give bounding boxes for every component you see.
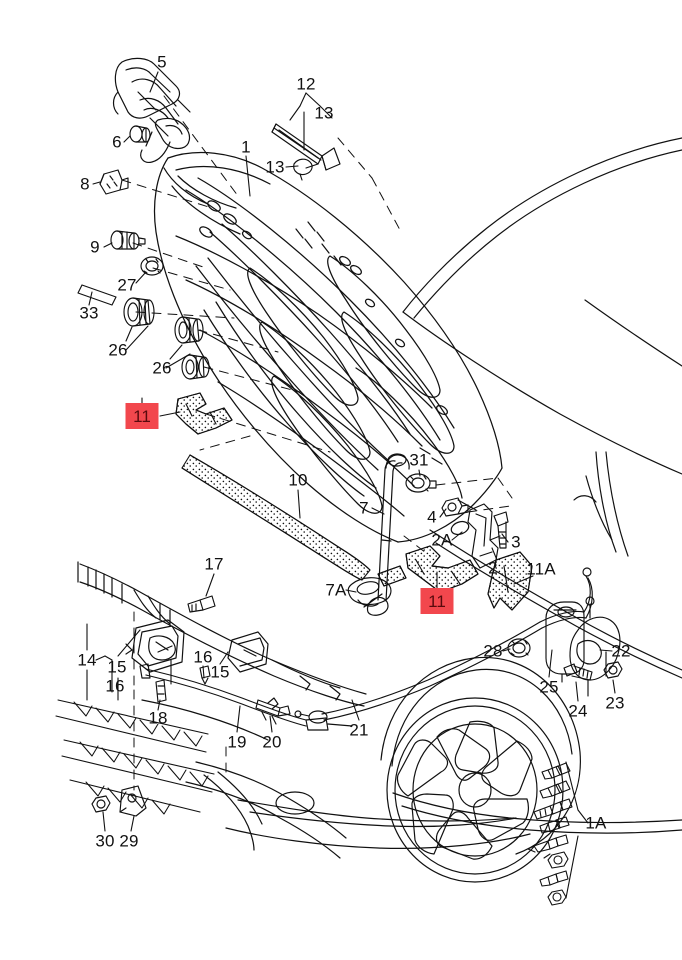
front-wheel — [386, 697, 564, 883]
part2A-marker — [450, 520, 470, 536]
callout-16: 16 — [193, 647, 213, 667]
clip-part16-a — [199, 665, 211, 685]
buffer-part31 — [405, 473, 437, 493]
callout-6: 6 — [112, 132, 122, 152]
callout-3: 3 — [511, 532, 521, 552]
callout-11A: 11A — [526, 559, 556, 579]
bracket-part29 — [119, 785, 147, 817]
callout-7: 7 — [359, 498, 369, 518]
callout-12: 12 — [296, 74, 316, 94]
callout-13: 13 — [314, 103, 334, 123]
callout-9: 9 — [90, 237, 100, 257]
cable-bracket-part20 — [255, 697, 291, 725]
callout-18: 18 — [148, 708, 168, 728]
clip-part18 — [155, 679, 167, 703]
bracket-part11-right — [377, 545, 479, 593]
bolt-part3 — [493, 511, 509, 549]
clip-part8 — [99, 169, 129, 195]
grommet-part28 — [507, 638, 531, 658]
callout-22: 22 — [611, 641, 631, 661]
callout-26: 26 — [152, 358, 172, 378]
callout-31: 31 — [409, 450, 429, 470]
leader-lines — [86, 71, 616, 899]
callout-1: 1 — [241, 137, 251, 157]
callout-10: 10 — [288, 470, 308, 490]
callout-19: 19 — [227, 732, 247, 752]
release-cable-part19 — [139, 663, 353, 731]
callout-29: 29 — [119, 831, 139, 851]
buffer-part9 — [110, 230, 146, 250]
nut-part30 — [91, 795, 111, 813]
callout-highlight-11: 11 — [125, 403, 159, 429]
callout-17: 17 — [204, 554, 224, 574]
callout-27: 27 — [117, 275, 137, 295]
callout-15: 15 — [107, 657, 127, 677]
release-handle-part22 — [569, 596, 621, 697]
bracket-part25 — [545, 601, 585, 683]
car-body-outline — [380, 137, 682, 855]
callout-13: 13 — [265, 157, 285, 177]
callout-28: 28 — [483, 641, 503, 661]
assembly-dashed-lines — [121, 95, 513, 791]
ball-socket-part7A — [347, 577, 392, 607]
bolt-part17 — [187, 595, 216, 613]
callout-5: 5 — [157, 52, 167, 72]
bolt-part24 — [563, 663, 593, 681]
hinge-part5 — [112, 57, 191, 163]
fastener-set-part1A — [527, 762, 573, 906]
callout-2: 2 — [488, 558, 498, 578]
seal-strip-part10 — [181, 454, 371, 581]
bracket-part11-left — [175, 392, 233, 435]
callout-highlight-11: 11 — [420, 588, 454, 614]
callout-16: 16 — [105, 676, 125, 696]
callout-26: 26 — [108, 340, 128, 360]
grommet-part27 — [140, 256, 164, 276]
nut-part4 — [441, 497, 469, 517]
callout-2A: 2A — [431, 530, 453, 550]
bush-part6 — [129, 125, 151, 143]
callout-33: 33 — [79, 303, 99, 323]
bracket-part11A — [487, 551, 533, 611]
lock-carrier-assembly — [77, 561, 367, 707]
callout-25: 25 — [539, 677, 559, 697]
hood-panel — [153, 151, 503, 543]
callout-14: 14 — [77, 650, 97, 670]
release-cable-part21 — [294, 567, 593, 724]
callout-1A: 1A — [585, 813, 607, 833]
callout-7A: 7A — [325, 580, 347, 600]
clip-part13 — [293, 158, 319, 181]
callout-23: 23 — [605, 693, 625, 713]
callout-30: 30 — [95, 831, 115, 851]
callout-21: 21 — [349, 720, 369, 740]
callout-24: 24 — [568, 701, 588, 721]
nut-part23 — [603, 661, 623, 679]
callout-8: 8 — [80, 174, 90, 194]
callout-4: 4 — [427, 507, 437, 527]
callout-15: 15 — [210, 662, 230, 682]
gas-strut-part7 — [363, 453, 410, 616]
callout-20: 20 — [262, 732, 282, 752]
seal-part33 — [77, 284, 117, 306]
